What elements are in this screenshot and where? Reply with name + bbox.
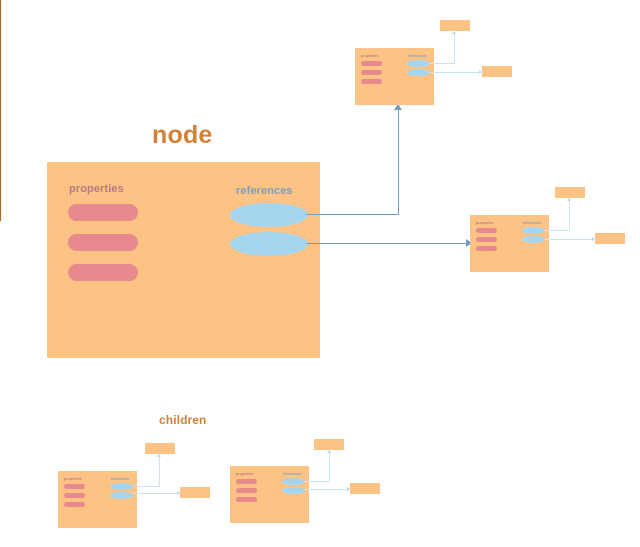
node-middle-right-ref-edge-a [544,230,569,231]
child-node-left-property-item[interactable] [64,502,85,507]
child-node-left-property-item[interactable] [64,493,85,498]
arrow-up-icon [394,104,402,110]
node-middle-right-reference-item[interactable] [522,236,545,243]
reference-edge-top-right-vertical [398,110,399,215]
arrow-up-icon [327,450,331,453]
root-property-item[interactable] [68,264,138,281]
node-middle-right-property-item[interactable] [476,228,497,233]
node-middle-right-ref-edge-b [544,239,592,240]
node-top-right-box[interactable] [355,48,434,105]
child-node-right-ref-target-b[interactable] [350,483,380,494]
root-references-label: references [236,185,293,197]
child-node-left-reference-item[interactable] [110,492,133,499]
node-middle-right-references-label: references [523,221,542,225]
child-node-left-ref-target-a[interactable] [145,443,175,454]
node-top-right-property-item[interactable] [361,70,382,75]
root-property-item[interactable] [68,204,138,221]
node-top-right-reference-item[interactable] [407,69,430,76]
child-node-left-ref-target-b[interactable] [180,487,210,498]
node-middle-right-property-item[interactable] [476,237,497,242]
node-middle-right-property-item[interactable] [476,246,497,251]
node-top-right-property-item[interactable] [361,79,382,84]
child-node-right-properties-label: properties [236,472,254,476]
node-middle-right-ref-edge-a-vertical [569,201,570,231]
child-node-right-reference-item[interactable] [282,478,305,485]
node-middle-right-ref-target-a[interactable] [555,187,585,198]
node-top-right-ref-target-a[interactable] [440,20,470,31]
child-node-left-reference-item[interactable] [110,483,133,490]
child-node-right-ref-edge-a [304,481,329,482]
child-node-right-ref-edge-a-vertical [329,453,330,482]
child-node-right-reference-item[interactable] [282,487,305,494]
child-node-right-property-item[interactable] [236,479,257,484]
arrow-up-icon [157,454,161,457]
node-top-right-ref-edge-a-vertical [454,34,455,64]
child-node-left-properties-label: properties [64,477,82,481]
node-middle-right-box[interactable] [470,215,549,272]
node-top-right-ref-edge-a [429,63,454,64]
root-property-item[interactable] [68,234,138,251]
child-node-left-box[interactable] [58,471,137,528]
arrow-up-icon [452,31,456,34]
node-top-right-reference-item[interactable] [407,60,430,67]
child-node-left-property-item[interactable] [64,484,85,489]
root-properties-label: properties [69,183,124,195]
node-top-right-references-label: references [408,54,427,58]
child-node-left-references-label: references [111,477,130,481]
child-node-left-ref-edge-a-vertical [159,457,160,487]
node-top-right-properties-label: properties [361,54,379,58]
arrow-right-icon [466,239,472,247]
arrow-right-icon [177,491,180,495]
arrow-right-icon [479,70,482,74]
child-node-right-references-label: references [283,472,302,476]
node-middle-right-reference-item[interactable] [522,227,545,234]
node-middle-right-ref-target-b[interactable] [595,233,625,244]
root-node-box[interactable] [47,162,320,358]
node-top-right-ref-edge-b [429,72,479,73]
root-reference-item[interactable] [230,232,308,256]
children-label: children [159,413,207,427]
root-reference-item[interactable] [230,203,308,227]
arrow-up-icon [567,198,571,201]
arrow-right-icon [347,487,350,491]
child-node-right-ref-target-a[interactable] [314,439,344,450]
reference-edge-top-right [306,214,399,215]
node-top-right-property-item[interactable] [361,61,382,66]
child-edge-left [0,0,1,113]
child-node-right-property-item[interactable] [236,497,257,502]
node-top-right-ref-target-b[interactable] [482,66,512,77]
child-node-right-ref-edge-b [304,489,347,490]
child-node-left-ref-edge-a [132,486,159,487]
node-middle-right-properties-label: properties [476,221,494,225]
root-node-title: node [152,121,213,149]
child-node-right-box[interactable] [230,466,309,523]
child-node-left-ref-edge-b [132,493,177,494]
reference-edge-middle-right [306,243,470,244]
child-edge-right [0,113,1,221]
arrow-right-icon [592,237,595,241]
child-node-right-property-item[interactable] [236,488,257,493]
